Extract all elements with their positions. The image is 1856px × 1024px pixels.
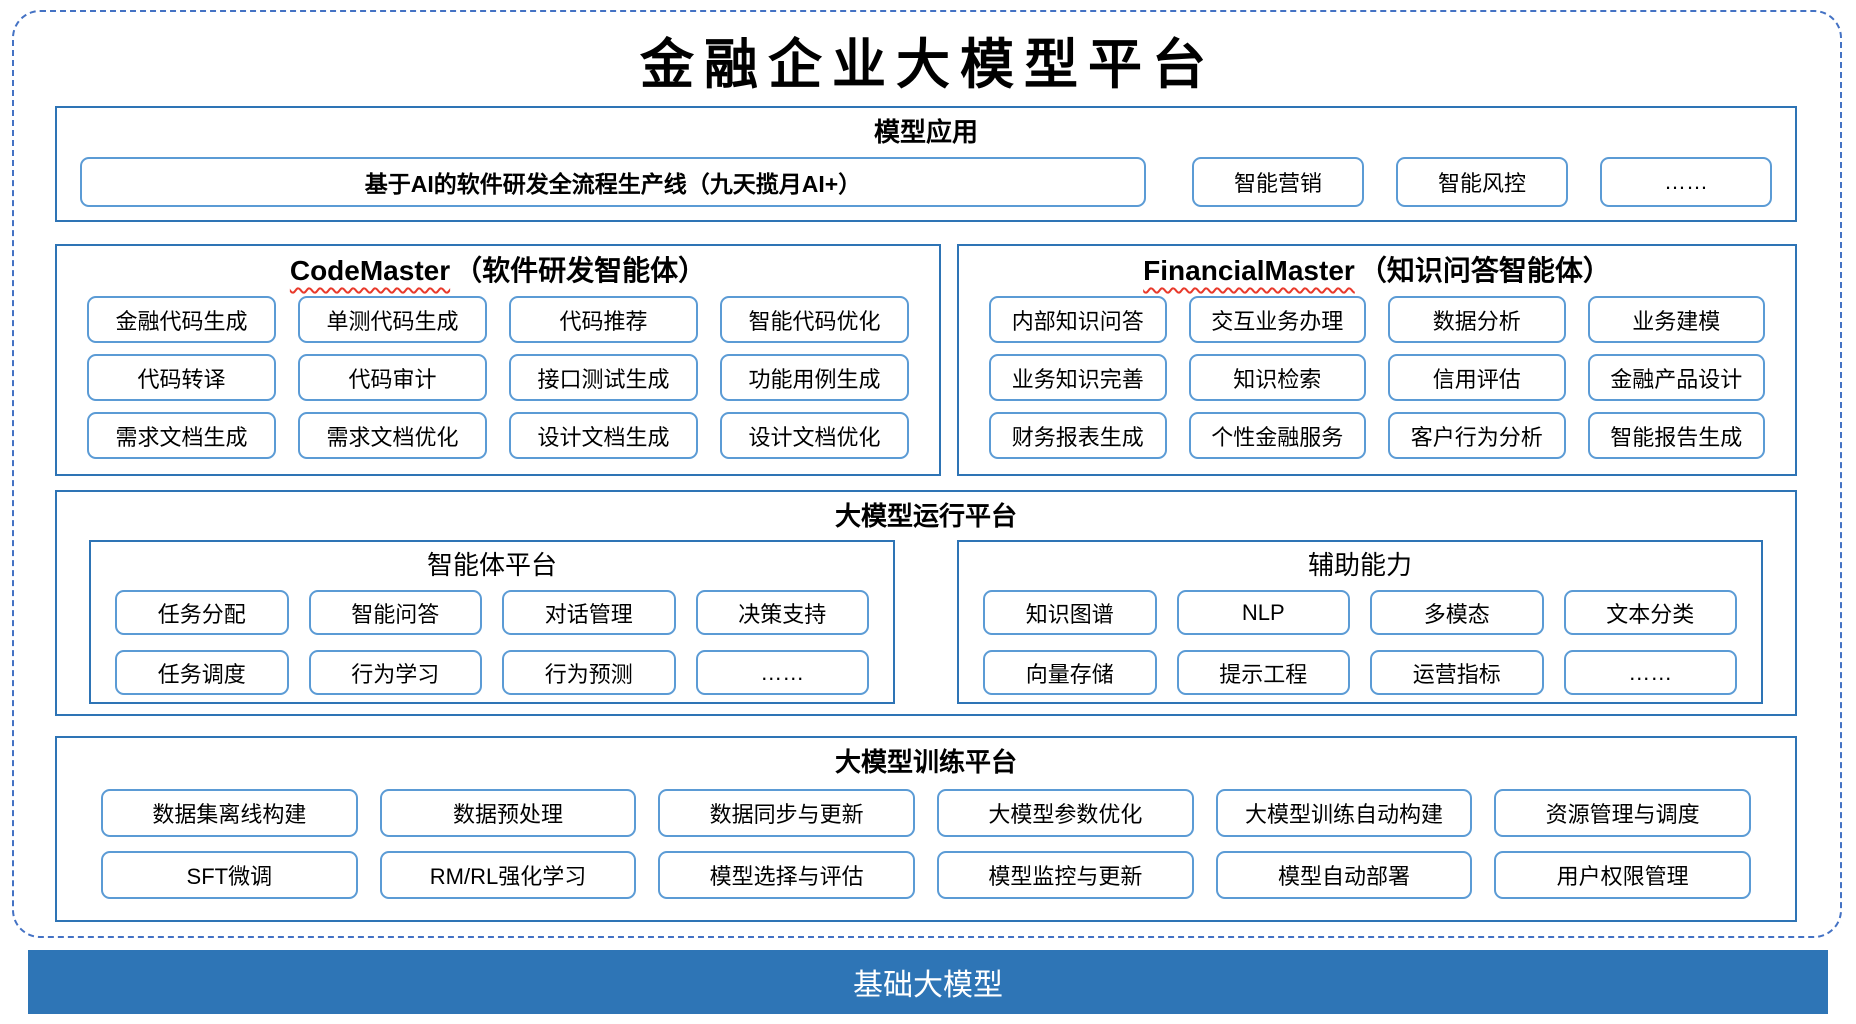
- capability-pill: 任务分配: [115, 590, 289, 635]
- capability-pill: 财务报表生成: [989, 412, 1167, 459]
- capability-pill: 代码审计: [298, 354, 487, 401]
- codemaster-name: CodeMaster: [289, 255, 451, 286]
- capability-pill: 用户权限管理: [1494, 851, 1751, 899]
- capability-pill: 数据集离线构建: [101, 789, 358, 837]
- financialmaster-panel: FinancialMaster（知识问答智能体） 内部知识问答交互业务办理数据分…: [957, 244, 1797, 476]
- capability-pill: 行为预测: [502, 650, 676, 695]
- capability-pill: 业务建模: [1587, 296, 1765, 343]
- foundation-model-bar: 基础大模型: [28, 950, 1828, 1014]
- capability-pill: ……: [695, 650, 869, 695]
- capability-pill: 设计文档生成: [509, 412, 698, 459]
- capability-pill: 功能用例生成: [720, 354, 909, 401]
- capability-pill: 行为学习: [308, 650, 482, 695]
- capability-pill: 智能报告生成: [1587, 412, 1765, 459]
- aux-capability-items: 知识图谱 NLP 多模态文本分类向量存储提示工程运营指标 ……: [959, 581, 1761, 695]
- capability-pill: 个性金融服务: [1188, 412, 1366, 459]
- capability-pill: 需求文档优化: [298, 412, 487, 459]
- capability-pill: 信用评估: [1388, 354, 1566, 401]
- capability-pill: 金融产品设计: [1587, 354, 1765, 401]
- runtime-platform-title: 大模型运行平台: [834, 501, 1017, 531]
- training-platform-title: 大模型训练平台: [834, 747, 1017, 777]
- capability-pill: 向量存储: [983, 650, 1157, 695]
- financialmaster-title: FinancialMaster（知识问答智能体）: [959, 253, 1795, 289]
- capability-pill: 业务知识完善: [989, 354, 1167, 401]
- section-model-applications: 模型应用 基于AI的软件研发全流程生产线（九天揽月AI+） 智能营销智能风控 ……: [55, 106, 1797, 222]
- aux-capability-title: 辅助能力: [1307, 550, 1412, 580]
- capability-pill: 接口测试生成: [509, 354, 698, 401]
- capability-pill: 金融代码生成: [87, 296, 276, 343]
- capability-pill: 提示工程: [1176, 650, 1350, 695]
- training-platform-items: 数据集离线构建数据预处理数据同步与更新大模型参数优化大模型训练自动构建资源管理与…: [57, 778, 1795, 899]
- capability-pill: 代码推荐: [509, 296, 698, 343]
- capability-pill: 知识图谱: [983, 590, 1157, 635]
- capability-pill: 决策支持: [695, 590, 869, 635]
- capability-pill: 智能代码优化: [720, 296, 909, 343]
- capability-pill: 多模态: [1370, 590, 1544, 635]
- capability-pill: 数据预处理: [379, 789, 637, 837]
- capability-pill: 资源管理与调度: [1494, 789, 1751, 837]
- capability-pill: RM/RL强化学习: [379, 851, 637, 899]
- ai-pipeline-pill: 基于AI的软件研发全流程生产线（九天揽月AI+）: [80, 157, 1146, 207]
- foundation-model-label: 基础大模型: [853, 969, 1003, 1002]
- capability-pill: 需求文档生成: [87, 412, 276, 459]
- capability-pill: 代码转译: [87, 354, 276, 401]
- aux-capability-panel: 辅助能力 知识图谱 NLP 多模态文本分类向量存储提示工程运营指标 ……: [957, 540, 1763, 704]
- capability-pill: 对话管理: [502, 590, 676, 635]
- agent-platform-items: 任务分配智能问答对话管理决策支持任务调度行为学习行为预测 ……: [91, 581, 893, 695]
- capability-pill: 数据分析: [1388, 296, 1566, 343]
- financialmaster-name: FinancialMaster: [1143, 255, 1355, 286]
- capability-pill: 文本分类: [1563, 590, 1737, 635]
- model-app-pill: ……: [1600, 157, 1772, 207]
- model-app-pill: 智能风控: [1396, 157, 1568, 207]
- capability-pill: 客户行为分析: [1388, 412, 1566, 459]
- model-app-pills: 智能营销智能风控 ……: [1192, 157, 1772, 207]
- capability-pill: 数据同步与更新: [658, 789, 915, 837]
- model-applications-row: 基于AI的软件研发全流程生产线（九天揽月AI+） 智能营销智能风控 ……: [57, 157, 1795, 207]
- financialmaster-capabilities: 内部知识问答交互业务办理数据分析业务建模业务知识完善知识检索信用评估金融产品设计…: [959, 289, 1795, 459]
- codemaster-title: CodeMaster（软件研发智能体）: [57, 253, 939, 289]
- capability-pill: SFT微调: [101, 851, 358, 899]
- agent-platform-title: 智能体平台: [426, 550, 557, 580]
- capability-pill: 交互业务办理: [1188, 296, 1366, 343]
- capability-pill: 大模型参数优化: [936, 789, 1194, 837]
- capability-pill: NLP: [1176, 590, 1350, 635]
- capability-pill: 知识检索: [1188, 354, 1366, 401]
- codemaster-panel: CodeMaster（软件研发智能体） 金融代码生成单测代码生成代码推荐智能代码…: [55, 244, 941, 476]
- capability-pill: 模型选择与评估: [658, 851, 915, 899]
- capability-pill: 任务调度: [115, 650, 289, 695]
- capability-pill: 模型监控与更新: [936, 851, 1194, 899]
- capability-pill: 大模型训练自动构建: [1215, 789, 1473, 837]
- page-title: 金融企业大模型平台: [640, 32, 1216, 96]
- capability-pill: 模型自动部署: [1215, 851, 1473, 899]
- agent-platform-panel: 智能体平台 任务分配智能问答对话管理决策支持任务调度行为学习行为预测 ……: [89, 540, 895, 704]
- section-runtime-platform: 大模型运行平台 智能体平台 任务分配智能问答对话管理决策支持任务调度行为学习行为…: [55, 490, 1797, 716]
- runtime-panels-row: 智能体平台 任务分配智能问答对话管理决策支持任务调度行为学习行为预测 …… 辅助能…: [57, 540, 1795, 704]
- capability-pill: 智能问答: [308, 590, 482, 635]
- capability-pill: 设计文档优化: [720, 412, 909, 459]
- capability-pill: 单测代码生成: [298, 296, 487, 343]
- codemaster-subtitle: （软件研发智能体）: [454, 255, 707, 286]
- financialmaster-subtitle: （知识问答智能体）: [1358, 255, 1611, 286]
- codemaster-capabilities: 金融代码生成单测代码生成代码推荐智能代码优化代码转译代码审计接口测试生成功能用例…: [57, 289, 939, 459]
- capability-pill: ……: [1563, 650, 1737, 695]
- model-app-pill: 智能营销: [1192, 157, 1364, 207]
- model-applications-title: 模型应用: [873, 117, 978, 147]
- section-training-platform: 大模型训练平台 数据集离线构建数据预处理数据同步与更新大模型参数优化大模型训练自…: [55, 736, 1797, 922]
- capability-pill: 内部知识问答: [989, 296, 1167, 343]
- capability-pill: 运营指标: [1370, 650, 1544, 695]
- outer-dashed-border: [12, 10, 1842, 938]
